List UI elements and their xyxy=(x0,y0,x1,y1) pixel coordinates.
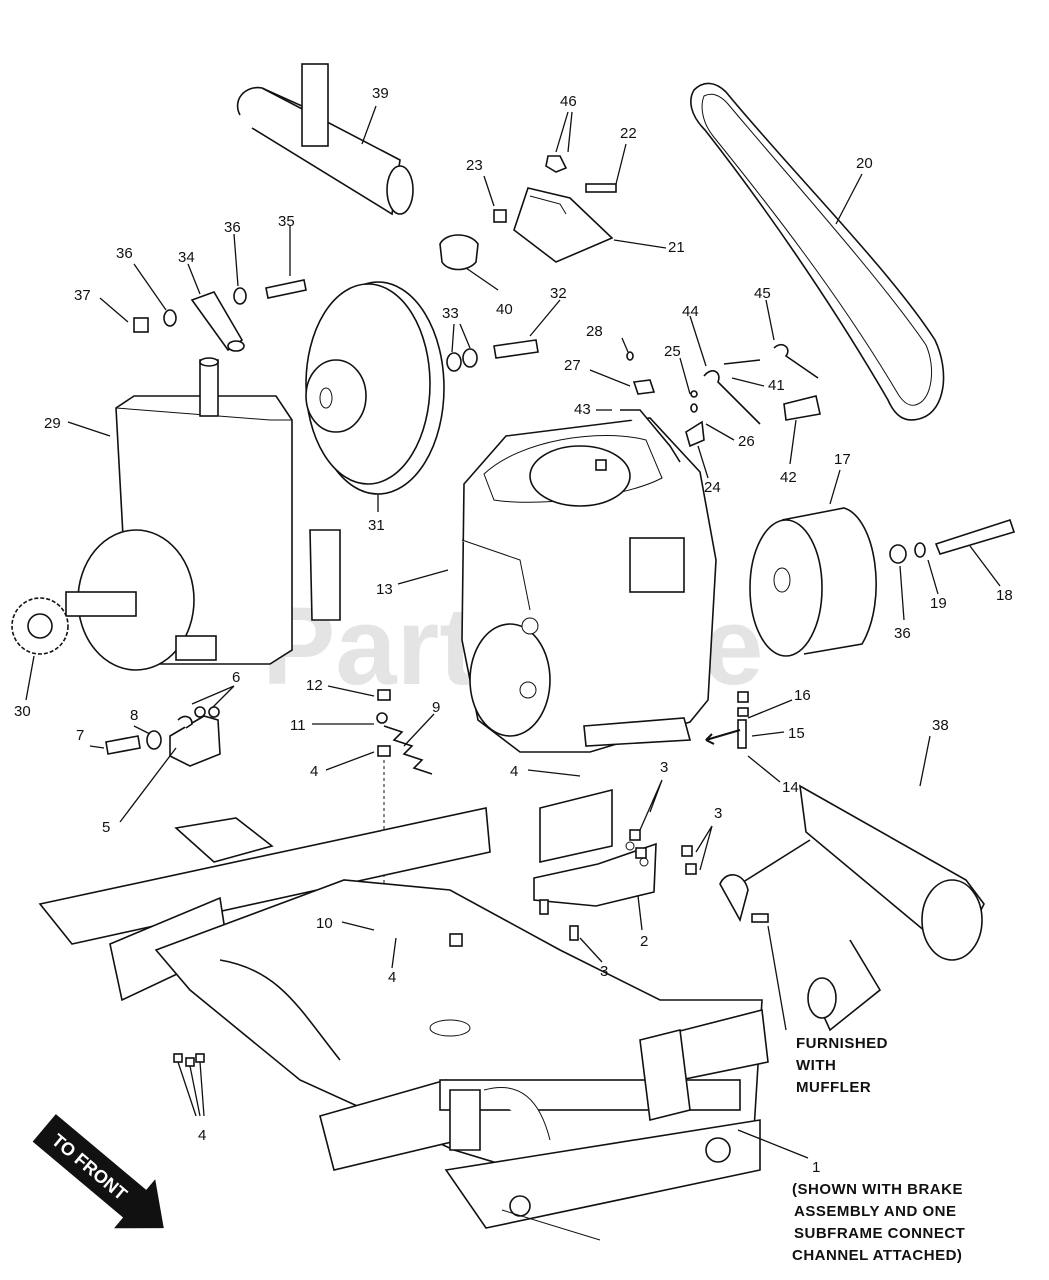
callout-7: 7 xyxy=(76,727,84,744)
engine-arrow xyxy=(705,729,741,745)
part-21-bracket xyxy=(513,187,614,263)
callout-16: 16 xyxy=(794,687,811,704)
part-30-sprocket xyxy=(11,597,69,655)
note-shown-line3: SUBFRAME CONNECT xyxy=(794,1225,965,1242)
callout-26: 26 xyxy=(738,433,755,450)
callout-11: 11 xyxy=(290,717,306,734)
callout-9: 9 xyxy=(432,699,440,716)
callout-12: 12 xyxy=(306,677,323,694)
callout-33: 33 xyxy=(442,305,459,322)
callout-45: 45 xyxy=(754,285,771,302)
callout-8: 8 xyxy=(130,707,138,724)
callout-17: 17 xyxy=(834,451,851,468)
callout-38: 38 xyxy=(932,717,949,734)
part-5-8-hardware xyxy=(105,706,274,863)
callout-10: 10 xyxy=(316,915,333,932)
callout-4-center: 4 xyxy=(388,969,396,986)
small-hardware-top xyxy=(439,155,617,271)
note-furnished-line1: FURNISHED xyxy=(796,1035,888,1052)
callout-42: 42 xyxy=(780,469,797,486)
callout-29: 29 xyxy=(44,415,61,432)
callout-2: 2 xyxy=(640,933,648,950)
callout-46: 46 xyxy=(560,93,577,110)
part-2-brackets xyxy=(533,788,657,907)
callout-14: 14 xyxy=(782,779,799,796)
callout-23: 23 xyxy=(466,157,483,174)
callout-30: 30 xyxy=(14,703,31,720)
callout-4-bottom: 4 xyxy=(198,1127,206,1144)
part-20-belt xyxy=(690,82,945,421)
callout-44: 44 xyxy=(682,303,699,320)
callout-40: 40 xyxy=(496,301,513,318)
callout-41: 41 xyxy=(768,377,785,394)
callout-32: 32 xyxy=(550,285,567,302)
callout-1: 1 xyxy=(812,1159,820,1176)
callout-39: 39 xyxy=(372,85,389,102)
callout-labels: 39 46 22 23 20 21 36 34 36 35 37 40 33 3… xyxy=(14,85,1013,1176)
callout-36-right: 36 xyxy=(894,625,911,642)
callout-13: 13 xyxy=(376,581,393,598)
part-31-pulley xyxy=(305,281,445,495)
callout-37: 37 xyxy=(74,287,91,304)
part-17-pulley xyxy=(749,507,877,657)
callout-31: 31 xyxy=(368,517,385,534)
leader-lines xyxy=(25,105,1001,1159)
part-29-gearbox xyxy=(65,357,341,671)
callout-24: 24 xyxy=(704,479,721,496)
note-shown-line4: CHANNEL ATTACHED) xyxy=(792,1247,962,1264)
note-shown-line1: (SHOWN WITH BRAKE xyxy=(792,1181,963,1198)
callout-4-spring: 4 xyxy=(310,763,318,780)
callout-3-upper: 3 xyxy=(660,759,668,776)
part-13-engine xyxy=(461,417,717,753)
callout-3-lower: 3 xyxy=(600,963,608,980)
callout-4-bracket: 4 xyxy=(510,763,518,780)
to-front-arrow: TO FRONT xyxy=(32,1114,164,1229)
callout-6: 6 xyxy=(232,669,240,686)
callout-21: 21 xyxy=(668,239,685,256)
note-furnished-line3: MUFFLER xyxy=(796,1079,871,1096)
callout-5: 5 xyxy=(102,819,110,836)
callout-3-right: 3 xyxy=(714,805,722,822)
callout-19: 19 xyxy=(930,595,947,612)
callout-22: 22 xyxy=(620,125,637,142)
callout-27: 27 xyxy=(564,357,581,374)
part-34-37-hardware xyxy=(133,279,307,352)
callout-20: 20 xyxy=(856,155,873,172)
part-18-19-bolt xyxy=(889,518,1016,564)
callout-36-mid: 36 xyxy=(224,219,241,236)
callout-34: 34 xyxy=(178,249,195,266)
note-shown-with-brake: (SHOWN WITH BRAKE ASSEMBLY AND ONE SUBFR… xyxy=(792,1181,965,1264)
part-32-33-hardware xyxy=(446,339,539,372)
note-furnished-line2: WITH xyxy=(796,1057,836,1074)
note-shown-line2: ASSEMBLY AND ONE xyxy=(794,1203,956,1220)
part-39-tube xyxy=(236,63,414,216)
engine-accessories xyxy=(620,343,821,463)
callout-28: 28 xyxy=(586,323,603,340)
callout-18: 18 xyxy=(996,587,1013,604)
note-furnished-with-muffler: FURNISHED WITH MUFFLER xyxy=(796,1035,888,1096)
callout-15: 15 xyxy=(788,725,805,742)
callout-36-left: 36 xyxy=(116,245,133,262)
callout-35: 35 xyxy=(278,213,295,230)
part-1-frame xyxy=(38,807,769,1241)
callout-25: 25 xyxy=(664,343,681,360)
callout-43: 43 xyxy=(574,401,591,418)
part-38-muffler xyxy=(719,784,985,1032)
